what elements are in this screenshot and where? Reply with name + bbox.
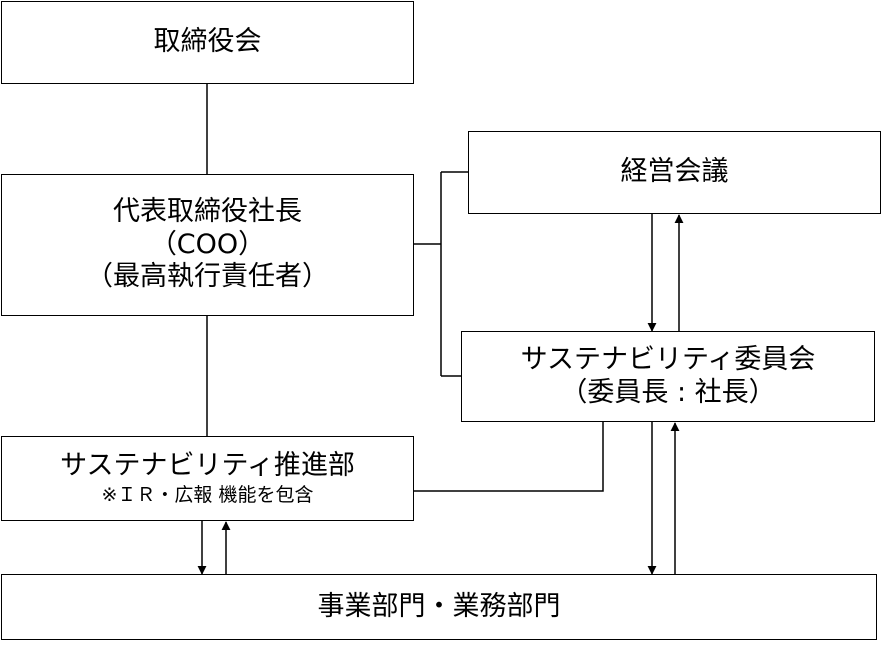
business-units-box: 事業部門・業務部門: [1, 574, 877, 640]
board-label: 取締役会: [153, 26, 262, 58]
committee-chair: （委員長 : 社長）: [560, 376, 776, 408]
committee-dept-line: [413, 421, 604, 492]
dept-label: サステナビリティ推進部: [60, 449, 355, 481]
dept-note: ※ＩＲ・広報 機能を包含: [101, 483, 314, 506]
president-title: 代表取締役社長: [113, 195, 302, 227]
sustainability-dept-box: サステナビリティ推進部 ※ＩＲ・広報 機能を包含: [1, 436, 414, 521]
management-meeting-box: 経営会議: [468, 131, 881, 214]
president-coo: （COO）: [149, 228, 266, 260]
management-meeting-label: 経営会議: [620, 156, 729, 188]
board-box: 取締役会: [1, 1, 414, 84]
president-role: （最高執行責任者）: [86, 261, 329, 293]
committee-title: サステナビリティ委員会: [520, 343, 816, 375]
sustainability-committee-box: サステナビリティ委員会 （委員長 : 社長）: [461, 331, 875, 422]
business-units-label: 事業部門・業務部門: [317, 590, 561, 622]
president-box: 代表取締役社長 （COO） （最高執行責任者）: [1, 174, 414, 316]
